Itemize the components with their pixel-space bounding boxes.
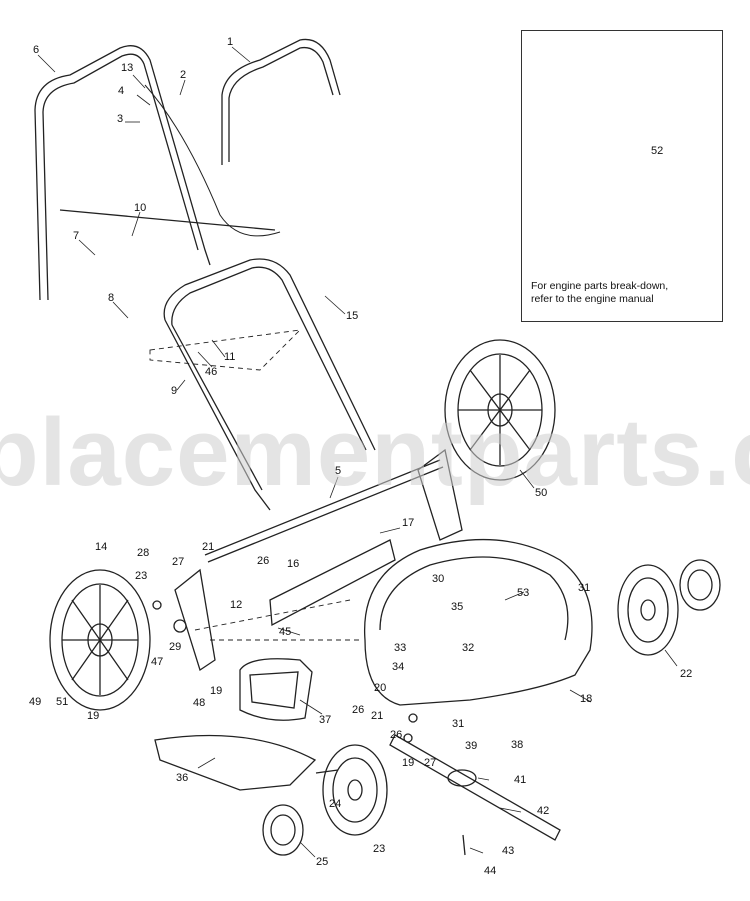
callout-14: 14	[95, 541, 108, 553]
callout-27b: 27	[424, 757, 437, 769]
callout-31b: 31	[452, 718, 465, 730]
callout-18: 18	[580, 693, 593, 705]
blade-adapter	[447, 769, 477, 787]
callout-12: 12	[230, 599, 243, 611]
callout-6: 6	[33, 44, 40, 56]
callout-19c: 19	[402, 757, 415, 769]
callout-36: 36	[176, 772, 189, 784]
callout-16: 16	[287, 558, 300, 570]
callout-28: 28	[137, 547, 150, 559]
engine-note-line1: For engine parts break-down,	[531, 280, 669, 292]
callout-4: 4	[118, 85, 125, 97]
callout-43: 43	[502, 845, 515, 857]
callout-39: 39	[465, 740, 478, 752]
axle-rod	[204, 459, 441, 556]
cable	[144, 84, 281, 237]
callout-53: 53	[517, 587, 530, 599]
callout-19b: 19	[87, 710, 100, 722]
callout-17: 17	[402, 517, 415, 529]
upper-handle	[34, 45, 211, 301]
callout-44: 44	[484, 865, 497, 877]
callout-42: 42	[537, 805, 550, 817]
engine-inset-box	[521, 30, 723, 322]
callout-2: 2	[180, 69, 187, 81]
callout-51: 51	[56, 696, 69, 708]
callout-1: 1	[227, 36, 234, 48]
callout-33: 33	[394, 642, 407, 654]
rear-baffle	[269, 539, 396, 627]
callout-29: 29	[169, 641, 182, 653]
callout-21b: 21	[371, 710, 384, 722]
callout-38: 38	[511, 739, 524, 751]
callout-27a: 27	[172, 556, 185, 568]
engine-note: For engine parts break-down, refer to th…	[531, 280, 668, 306]
callout-23a: 23	[135, 570, 148, 582]
rear-wheel-right	[444, 339, 556, 481]
callout-19a: 19	[210, 685, 223, 697]
discharge-chute	[154, 734, 317, 791]
callout-15: 15	[346, 310, 359, 322]
callout-26b: 26	[352, 704, 365, 716]
callout-48: 48	[193, 697, 206, 709]
callout-41: 41	[514, 774, 527, 786]
callout-49: 49	[29, 696, 42, 708]
callout-7: 7	[73, 230, 80, 242]
callout-23b: 23	[373, 843, 386, 855]
callout-3: 3	[117, 113, 124, 125]
callout-9: 9	[171, 385, 178, 397]
callout-5: 5	[335, 465, 342, 477]
callout-26a: 26	[257, 555, 270, 567]
callout-20: 20	[374, 682, 387, 694]
callout-8: 8	[108, 292, 115, 304]
callout-46: 46	[205, 366, 218, 378]
handle-bracket-right	[417, 448, 463, 541]
callout-35: 35	[451, 601, 464, 613]
wheel-cap-right	[679, 559, 721, 611]
front-wheel-right	[617, 564, 679, 656]
callout-34: 34	[392, 661, 405, 673]
blade	[389, 734, 561, 841]
handle-bracket-left	[174, 568, 216, 672]
callout-37: 37	[319, 714, 332, 726]
mulch-plug	[239, 658, 313, 721]
callout-13: 13	[121, 62, 134, 74]
callout-21a: 21	[202, 541, 215, 553]
callout-50: 50	[535, 487, 548, 499]
callout-26c: 26	[390, 729, 403, 741]
wheel-cap-left	[262, 804, 304, 856]
front-wheel-left	[322, 744, 388, 836]
callout-47: 47	[151, 656, 164, 668]
mower-deck	[363, 538, 593, 706]
callout-11: 11	[224, 351, 236, 363]
lower-handle	[163, 258, 376, 451]
callout-31a: 31	[578, 582, 591, 594]
callout-22: 22	[680, 668, 693, 680]
callout-45: 45	[279, 626, 292, 638]
rear-wheel-left	[49, 569, 151, 711]
callout-24: 24	[329, 798, 342, 810]
engine-note-line2: refer to the engine manual	[531, 293, 654, 305]
callout-10: 10	[134, 202, 147, 214]
callout-25: 25	[316, 856, 329, 868]
callout-52: 52	[651, 145, 664, 157]
callout-32: 32	[462, 642, 475, 654]
control-bar	[221, 38, 341, 165]
callout-30: 30	[432, 573, 445, 585]
